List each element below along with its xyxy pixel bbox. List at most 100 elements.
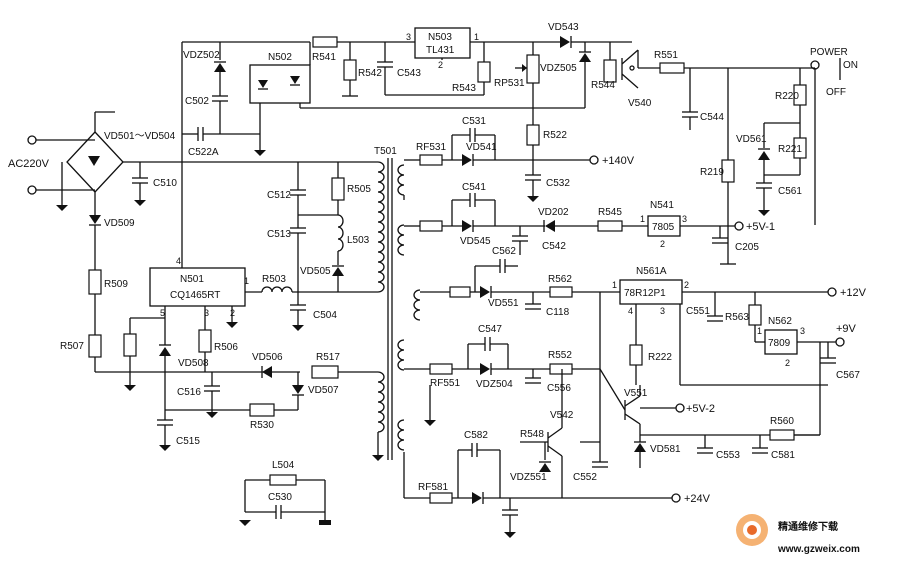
watermark-url: www.gzweix.com xyxy=(777,544,860,555)
c118-label: C551 xyxy=(686,306,710,317)
n562-pin2: 2 xyxy=(785,358,790,368)
n561a-pin4: 4 xyxy=(628,306,633,316)
switch-on-label: ON xyxy=(843,60,858,71)
l504-label: R503 xyxy=(262,274,286,285)
v540-label: V540 xyxy=(628,98,652,109)
n561a-part: 78R12P1 xyxy=(624,288,666,299)
c516-label: C516 xyxy=(177,387,201,398)
n562-part: 7809 xyxy=(768,338,791,349)
r506-label: R517 xyxy=(316,352,340,363)
c531-label: C531 xyxy=(462,116,486,127)
rf581-label: RF581 xyxy=(418,482,448,493)
c581-label: C582 xyxy=(464,430,488,441)
c205-label: C561 xyxy=(778,186,802,197)
c544-label: C205 xyxy=(735,242,759,253)
r543-label: R543 xyxy=(452,83,476,94)
n561a-pin2: 2 xyxy=(684,280,689,290)
out-12v-label: +12V xyxy=(840,287,867,299)
n503-pin1: 1 xyxy=(474,32,479,42)
n541-pin1: 1 xyxy=(640,214,645,224)
c515-label: C515 xyxy=(176,436,200,447)
r509-label: R507 xyxy=(60,341,84,352)
r503-label: R509 xyxy=(104,279,128,290)
l503-label: L503 xyxy=(347,235,370,246)
power-switch-label: POWER xyxy=(810,47,848,58)
rp531-label: RP531 xyxy=(494,78,525,89)
vd202-label: VD561 xyxy=(736,134,767,145)
r507-label: R506 xyxy=(214,342,238,353)
vd551-label: VDZ504 xyxy=(476,379,513,390)
n561a-label: N561A xyxy=(636,266,667,277)
optocoupler-section: N502 VDZ502 C502 C522A R541 xyxy=(182,36,533,158)
r545-label: R545 xyxy=(598,207,622,218)
vd505-label: VD505 xyxy=(300,266,331,277)
r552-label: R552 xyxy=(548,350,572,361)
r560-label: R560 xyxy=(770,416,794,427)
c541-label: C541 xyxy=(462,182,486,193)
r505-label: R505 xyxy=(347,184,371,195)
output-5v-2: RF551 VDZ504 C547 R552 C556 V551 +5V-2 xyxy=(404,324,821,468)
c532-label: C532 xyxy=(546,178,570,189)
watermark-logo: 精通维修下载 www.gzweix.com xyxy=(736,514,860,555)
r517-label: R530 xyxy=(250,420,274,431)
n503-pin2: 2 xyxy=(438,60,443,70)
n541-label: N541 xyxy=(650,200,674,211)
r551-label: R551 xyxy=(654,50,678,61)
n562-pin1: 1 xyxy=(757,326,762,336)
r222-label: R222 xyxy=(648,352,672,363)
vdz551-label: VD581 xyxy=(650,444,681,455)
n501-pin1: 1 xyxy=(244,276,249,286)
c567-label: C567 xyxy=(836,370,860,381)
bottom-left-rc: L504 C530 xyxy=(239,460,331,526)
out-5v-2-label: +5V-2 xyxy=(686,403,715,415)
c522a-label: C522A xyxy=(188,147,219,158)
vd509-label: VD509 xyxy=(104,218,135,229)
vdz505-label: VDZ505 xyxy=(540,63,577,74)
vd541-label: VD545 xyxy=(460,236,491,247)
n541-part: 7805 xyxy=(652,222,675,233)
out-5v-1-label: +5V-1 xyxy=(746,221,775,233)
ac-input-label: AC220V xyxy=(8,158,50,170)
switch-off-label: OFF xyxy=(826,87,846,98)
c510-label: C510 xyxy=(153,178,177,189)
output-12v: VD551 C562 R562 C118 N561A 78R12P1 1 2 4… xyxy=(420,246,867,386)
r219-label: R219 xyxy=(700,167,724,178)
r563-label: R563 xyxy=(725,312,749,323)
n501-pin3: 3 xyxy=(204,308,209,318)
n501-ic xyxy=(149,267,246,307)
r542-label: R542 xyxy=(358,68,382,79)
n561a-pin1: 1 xyxy=(612,280,617,290)
c561-label: C562 xyxy=(492,246,516,257)
vd508-label: VD508 xyxy=(178,358,209,369)
r562-label: R562 xyxy=(548,274,572,285)
c562-label: C118 xyxy=(546,307,570,318)
c542-label: C542 xyxy=(542,241,566,252)
n501-label: N501 xyxy=(180,274,204,285)
r221-label: R221 xyxy=(778,144,802,155)
output-5v-1: VD545 C541 VD202 C542 R545 N541 7805 1 3… xyxy=(404,182,775,255)
c556-label: C553 xyxy=(716,450,740,461)
regulator-feedback-section: N503 TL431 3 1 2 R542 C543 R543 RP531 R xyxy=(342,22,858,265)
output-140v: RF531 VD541 C531 +140V C532 xyxy=(403,116,635,202)
vd543-label: VD543 xyxy=(548,22,579,33)
r522-label: R522 xyxy=(543,130,567,141)
c512-label: C512 xyxy=(267,190,291,201)
n503-label: N503 xyxy=(428,32,452,43)
n503-part: TL431 xyxy=(426,45,455,56)
bridge-label: VD501～VD504 xyxy=(104,131,176,142)
n501-pin4: 4 xyxy=(176,256,181,266)
c552-label: C556 xyxy=(547,383,571,394)
n561a-ic xyxy=(619,279,683,305)
n503-ic xyxy=(414,27,471,59)
n562-pin3: 3 xyxy=(800,326,805,336)
vd545-label: VD202 xyxy=(538,207,569,218)
rf531-label: RF531 xyxy=(416,142,446,153)
r530-label: L504 xyxy=(272,460,295,471)
n502-label: N502 xyxy=(268,52,292,63)
rf551-label: RF551 xyxy=(430,378,460,389)
out-9v-label: +9V xyxy=(836,323,857,335)
output-24v: RF581 C582 +24V R548 V542 VDZ551 xyxy=(403,292,711,538)
t501-label: T501 xyxy=(374,146,397,157)
n503-pin3: 3 xyxy=(406,32,411,42)
